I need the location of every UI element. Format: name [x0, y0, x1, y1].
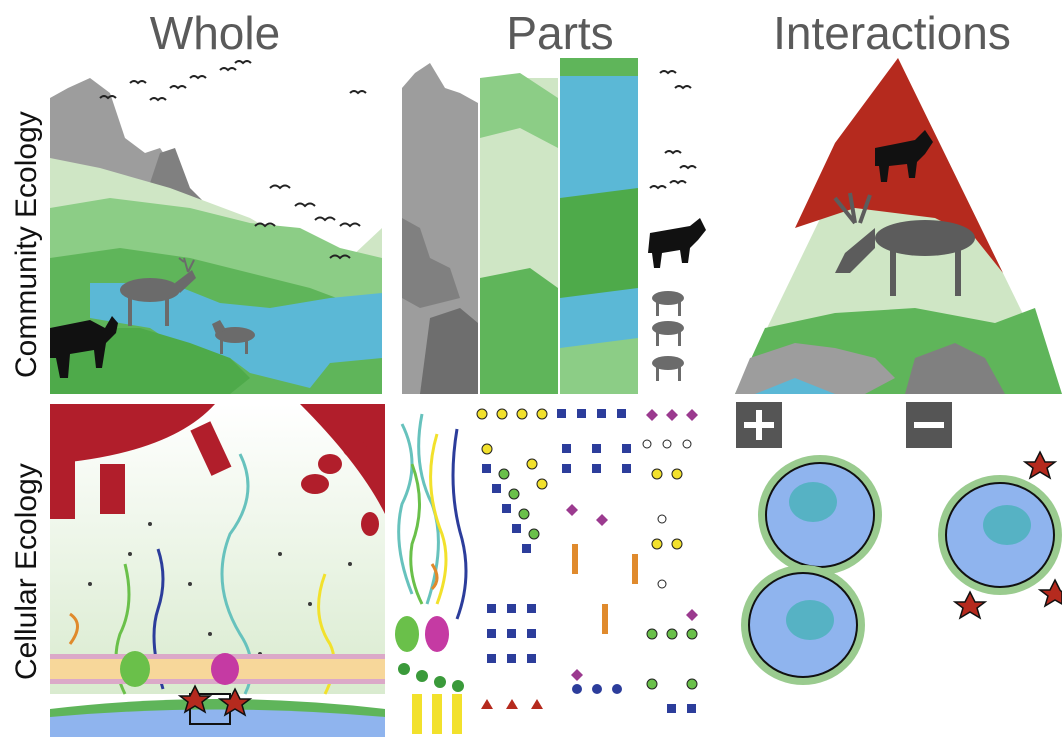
wolf-icon	[875, 130, 933, 182]
cell-repelled	[938, 475, 1062, 595]
glycan-parts-panel	[392, 404, 722, 737]
minus-icon	[906, 402, 952, 448]
star-icon	[952, 450, 1062, 620]
parts-strips-panel	[400, 58, 716, 394]
column-title-parts: Parts	[506, 7, 614, 59]
deer-icon	[652, 291, 684, 381]
row-label-community: Community Ecology	[10, 111, 43, 378]
bird-icon	[99, 60, 367, 260]
column-title-whole: Whole	[149, 7, 281, 59]
plus-icon	[736, 402, 782, 448]
row-label-cellular: Cellular Ecology	[10, 463, 43, 680]
cell-interactions-panel	[735, 440, 1062, 737]
trophic-pyramid-panel	[735, 58, 1062, 394]
deer-icon	[120, 257, 255, 354]
star-icon	[177, 684, 253, 717]
bird-icon	[649, 70, 697, 190]
deer-icon	[833, 192, 975, 296]
wolf-icon	[50, 316, 118, 378]
cell-adhering-top	[758, 455, 882, 575]
landscape-panel	[50, 58, 382, 394]
column-title-interactions: Interactions	[773, 7, 1011, 59]
wolf-icon	[648, 218, 706, 268]
virus-icon	[50, 404, 385, 536]
glycocalyx-panel	[50, 404, 385, 737]
cell-adhering-bottom	[741, 565, 865, 685]
